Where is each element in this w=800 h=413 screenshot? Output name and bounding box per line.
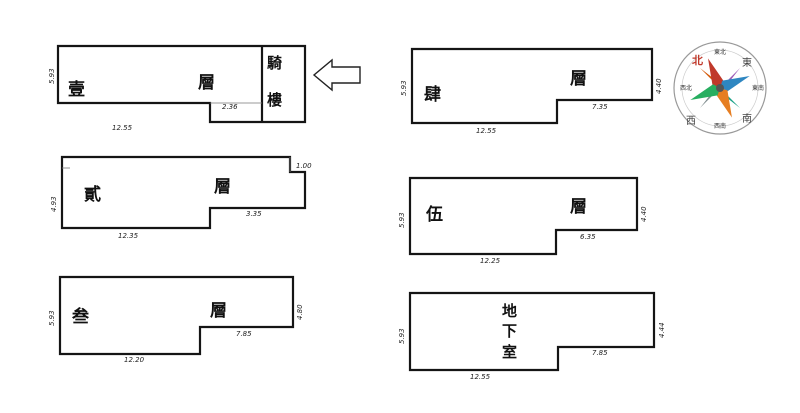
basement-right-depth-dim: 4.44 (658, 322, 666, 338)
floor-2-depth-dim: 4.93 (50, 196, 58, 212)
floor-5-plan: 伍 層 12.25 6.35 5.93 4.40 (398, 176, 648, 265)
basement-label-2: 下 (502, 322, 517, 340)
floor-5-width-dim: 12.25 (480, 257, 501, 265)
basement-depth-dim: 5.93 (398, 328, 406, 344)
floor-2-plan: 貳 層 12.35 3.35 4.93 1.00 (50, 155, 312, 240)
basement-label-3: 室 (502, 343, 517, 361)
floor-1-width-dim: 12.55 (112, 124, 133, 132)
floor-2-step-dim: 3.35 (246, 210, 262, 218)
floor-2-width-dim: 12.35 (118, 232, 139, 240)
floor-1-depth-dim: 5.93 (48, 68, 56, 84)
arcade-label-1: 騎 (267, 54, 282, 72)
floor-3-number-label: 叁 (71, 306, 90, 327)
floor-5-right-depth-dim: 4.40 (640, 206, 648, 222)
compass-east-pointer (720, 76, 750, 92)
compass-west-label: 西 (686, 116, 696, 127)
compass-inner-ring (681, 49, 759, 127)
floor-4-floor-label: 層 (570, 69, 587, 89)
floor-1-plan: 壹 層 騎 樓 12.55 2.36 5.93 (48, 44, 307, 132)
compass-north-pointer (708, 58, 724, 88)
compass-south-pointer (716, 88, 732, 118)
floor-5-outline (408, 176, 639, 256)
floor-5-floor-label: 層 (570, 197, 587, 217)
compass-southwest-label: 西南 (714, 122, 726, 130)
compass-southeast-label: 東南 (752, 84, 764, 92)
compass-east-label: 東 (742, 56, 752, 69)
compass-north-label: 北 (692, 53, 703, 67)
compass-south-label: 南 (742, 112, 752, 125)
compass-rose-icon: 北 東 西 南 東北 西北 東南 西南 (673, 41, 767, 135)
compass-hub (716, 84, 724, 92)
basement-step-dim: 7.85 (592, 349, 608, 357)
floor-4-step-dim: 7.35 (592, 103, 608, 111)
floor-3-plan: 叁 層 12.20 7.85 5.93 4.80 (48, 275, 304, 364)
compass-northwest-label: 西北 (680, 84, 692, 92)
floor-1-number-label: 壹 (68, 79, 85, 100)
floor-5-step-dim: 6.35 (580, 233, 596, 241)
floor-1-step-dim: 2.36 (222, 103, 238, 111)
floor-2-corner-dim: 1.00 (296, 162, 312, 170)
floor-3-outline (58, 275, 295, 356)
floor-3-right-depth-dim: 4.80 (296, 304, 304, 320)
floor-3-depth-dim: 5.93 (48, 310, 56, 326)
floor-2-floor-label: 層 (214, 177, 231, 197)
floor-1-floor-label: 層 (198, 73, 215, 93)
floor-2-number-label: 貳 (84, 184, 101, 205)
basement-width-dim: 12.55 (470, 373, 491, 381)
floor-3-floor-label: 層 (210, 301, 227, 321)
floor-4-outline (410, 47, 654, 125)
floor-4-right-depth-dim: 4.40 (655, 78, 663, 94)
floor-3-step-dim: 7.85 (236, 330, 252, 338)
compass-northeast-label: 東北 (714, 48, 726, 56)
floor-4-plan: 肆 層 12.55 7.35 5.93 4.40 (400, 47, 663, 135)
compass-west-pointer (690, 84, 720, 100)
basement-label-1: 地 (502, 302, 517, 320)
basement-outline (408, 291, 656, 372)
arcade-label-2: 樓 (267, 91, 282, 109)
floor-4-width-dim: 12.55 (476, 127, 497, 135)
floor-4-depth-dim: 5.93 (400, 80, 408, 96)
floor-5-number-label: 伍 (425, 204, 443, 225)
basement-plan: 地 下 室 12.55 7.85 5.93 4.44 (398, 291, 666, 381)
floor-4-number-label: 肆 (424, 84, 441, 105)
floor-1-outline (56, 44, 307, 124)
floor-3-width-dim: 12.20 (124, 356, 145, 364)
left-arrow-icon (312, 58, 361, 92)
floor-5-depth-dim: 5.93 (398, 212, 406, 228)
